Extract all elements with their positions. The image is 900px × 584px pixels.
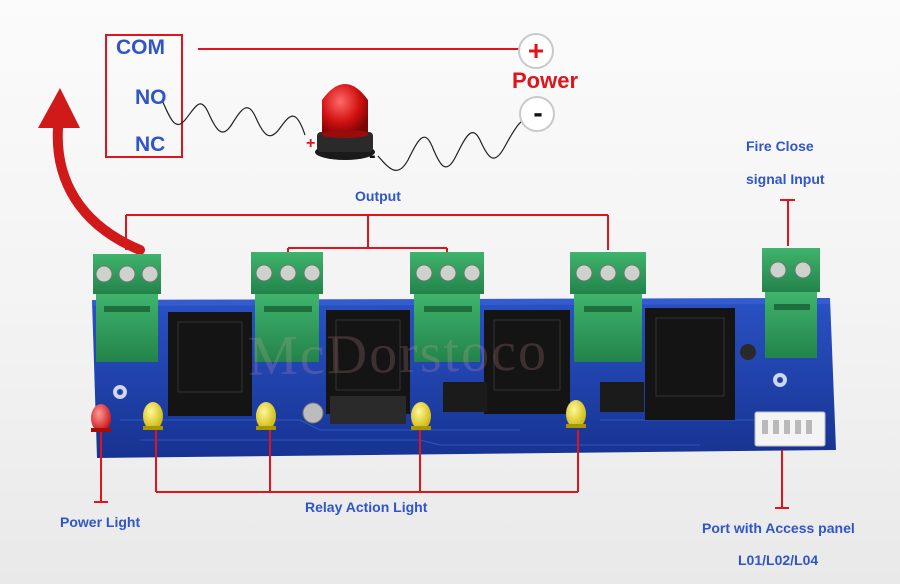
relay-led-3-icon	[411, 402, 431, 430]
watermark: McDorstoco	[247, 320, 549, 388]
alarm-beacon-icon	[315, 84, 375, 160]
power-minus-symbol: -	[533, 97, 542, 128]
relay-led-1-icon	[143, 402, 163, 430]
beacon-to-power-wire	[377, 113, 535, 171]
port-label-2: L01/L02/L04	[738, 552, 819, 568]
ic-chips	[330, 382, 644, 424]
fire-close-marker	[780, 199, 795, 246]
relay-action-bracket	[155, 430, 579, 493]
relay-led-4-icon	[566, 400, 586, 428]
relay-action-light-label: Relay Action Light	[305, 499, 428, 515]
terminal-block-fire	[762, 248, 820, 358]
relay-led-2-icon	[256, 402, 276, 430]
beacon-plus-symbol: +	[306, 135, 315, 152]
no-to-beacon-wire	[161, 99, 306, 137]
power-label: Power	[512, 68, 579, 93]
access-panel-port	[754, 411, 826, 447]
output-bracket	[125, 214, 609, 256]
terminal-blocks	[93, 248, 820, 362]
beacon-minus-symbol: -	[369, 145, 376, 167]
capacitor	[302, 402, 324, 424]
power-plus-terminal	[518, 33, 554, 69]
terminal-block-4	[570, 252, 646, 362]
power-led-icon	[91, 404, 111, 432]
power-light-marker	[94, 432, 108, 503]
leds	[91, 400, 586, 432]
port-label: Port with Access panel	[702, 520, 855, 536]
relay-contact-box	[105, 34, 183, 158]
fire-close-label-2: signal Input	[746, 171, 825, 187]
power-minus-terminal	[519, 96, 555, 132]
power-plus-symbol: +	[528, 35, 544, 66]
output-label: Output	[355, 188, 401, 204]
power-light-label: Power Light	[60, 514, 141, 530]
no-label: NO	[135, 86, 167, 109]
port-marker	[775, 450, 789, 509]
capacitor-small	[740, 344, 756, 360]
terminal-block-1	[93, 254, 161, 362]
com-label: COM	[116, 36, 165, 59]
nc-label: NC	[135, 133, 166, 156]
fire-close-label: Fire Close	[746, 138, 814, 154]
terminal-block-2	[251, 252, 323, 362]
red-curved-arrow-icon	[38, 88, 145, 255]
terminal-block-3	[410, 252, 484, 362]
